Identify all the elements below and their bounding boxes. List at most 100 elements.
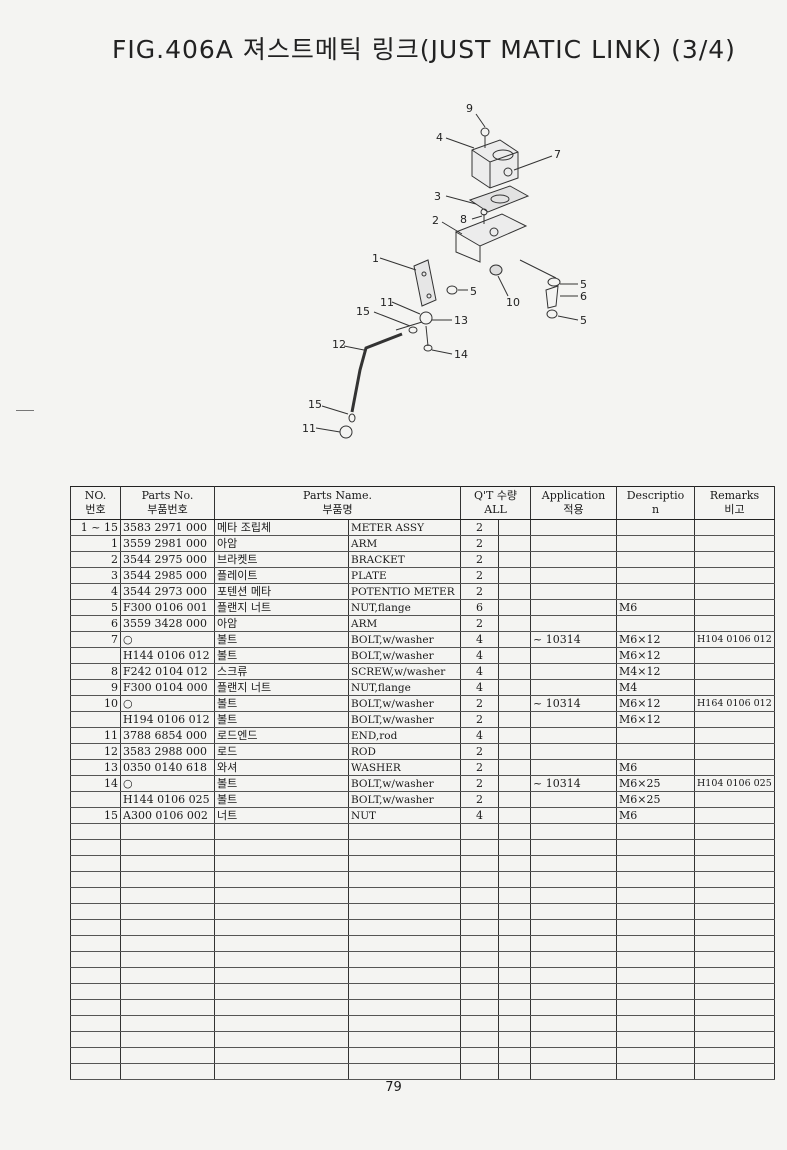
cell-app bbox=[530, 855, 617, 872]
cell-qty-extra bbox=[498, 631, 531, 648]
table-header-row: NO.번호 Parts No.부품번호 Parts Name.부품명 Q'T 수… bbox=[70, 486, 775, 520]
callout-11-top: 11 bbox=[380, 296, 394, 309]
cell-desc: M6×25 bbox=[616, 775, 695, 792]
cell-no bbox=[70, 1047, 121, 1064]
cell-remarks bbox=[694, 887, 775, 904]
cell-qty bbox=[460, 919, 499, 936]
table-row-empty bbox=[70, 839, 775, 856]
cell-part-no: ○ bbox=[120, 775, 215, 792]
callout-5-right-top: 5 bbox=[580, 278, 587, 291]
cell-app bbox=[530, 583, 617, 600]
cell-app bbox=[530, 759, 617, 776]
cell-no bbox=[70, 871, 121, 888]
cell-remarks bbox=[694, 535, 775, 552]
callout-10: 10 bbox=[506, 296, 520, 309]
cell-remarks bbox=[694, 807, 775, 824]
cell-qty-extra bbox=[498, 855, 531, 872]
callout-11-bottom: 11 bbox=[302, 422, 316, 435]
cell-name-ko: 볼트 bbox=[214, 631, 349, 648]
cell-name-en: ARM bbox=[348, 535, 461, 552]
cell-remarks bbox=[694, 759, 775, 776]
cell-no bbox=[70, 1031, 121, 1048]
cell-app bbox=[530, 535, 617, 552]
cell-qty bbox=[460, 887, 499, 904]
cell-qty-extra bbox=[498, 695, 531, 712]
cell-remarks bbox=[694, 567, 775, 584]
cell-no: 9 bbox=[70, 679, 121, 696]
cell-part-no bbox=[120, 951, 215, 968]
cell-name-en bbox=[348, 823, 461, 840]
cell-name-en bbox=[348, 1031, 461, 1048]
cell-remarks bbox=[694, 711, 775, 728]
cell-desc bbox=[616, 951, 695, 968]
cell-app bbox=[530, 1031, 617, 1048]
callout-5-right-bottom: 5 bbox=[580, 314, 587, 327]
cell-name-ko: 스크류 bbox=[214, 663, 349, 680]
cell-desc bbox=[616, 519, 695, 536]
callout-labels: 9 4 7 3 8 2 1 5 10 5 6 5 11 15 13 12 14 … bbox=[302, 102, 587, 435]
cell-qty-extra bbox=[498, 727, 531, 744]
cell-name-ko: 메타 조립체 bbox=[214, 519, 349, 536]
cell-qty: 2 bbox=[460, 743, 499, 760]
cell-part-no: 3544 2975 000 bbox=[120, 551, 215, 568]
cell-no bbox=[70, 711, 121, 728]
cell-part-no: F300 0106 001 bbox=[120, 599, 215, 616]
cell-desc: M4×12 bbox=[616, 663, 695, 680]
cell-part-no: H144 0106 012 bbox=[120, 647, 215, 664]
cell-app bbox=[530, 743, 617, 760]
table-row-empty bbox=[70, 887, 775, 904]
cell-name-en: BOLT,w/washer bbox=[348, 695, 461, 712]
cell-app bbox=[530, 519, 617, 536]
cell-no bbox=[70, 855, 121, 872]
cell-desc: M6 bbox=[616, 759, 695, 776]
cell-name-en: WASHER bbox=[348, 759, 461, 776]
cell-name-ko bbox=[214, 919, 349, 936]
cell-qty bbox=[460, 983, 499, 1000]
cell-desc: M6×12 bbox=[616, 647, 695, 664]
cell-app bbox=[530, 727, 617, 744]
cell-name-en bbox=[348, 919, 461, 936]
cell-part-no: H144 0106 025 bbox=[120, 791, 215, 808]
cell-part-no bbox=[120, 1031, 215, 1048]
cell-qty bbox=[460, 1015, 499, 1032]
cell-name-en: NUT,flange bbox=[348, 679, 461, 696]
cell-qty: 2 bbox=[460, 583, 499, 600]
cell-remarks bbox=[694, 1015, 775, 1032]
cell-remarks bbox=[694, 967, 775, 984]
cell-qty: 4 bbox=[460, 727, 499, 744]
table-row-empty bbox=[70, 823, 775, 840]
cell-name-ko bbox=[214, 1063, 349, 1080]
cell-remarks bbox=[694, 679, 775, 696]
cell-name-en bbox=[348, 903, 461, 920]
cell-qty: 4 bbox=[460, 647, 499, 664]
cell-qty-extra bbox=[498, 823, 531, 840]
cell-name-en: ROD bbox=[348, 743, 461, 760]
cell-desc bbox=[616, 1031, 695, 1048]
cell-app bbox=[530, 679, 617, 696]
table-row-empty bbox=[70, 935, 775, 952]
cell-no: 13 bbox=[70, 759, 121, 776]
cell-part-no: 3583 2988 000 bbox=[120, 743, 215, 760]
cell-qty-extra bbox=[498, 839, 531, 856]
cell-name-en: METER ASSY bbox=[348, 519, 461, 536]
cell-qty: 4 bbox=[460, 631, 499, 648]
cell-qty-extra bbox=[498, 775, 531, 792]
cell-desc bbox=[616, 1063, 695, 1080]
cell-app: ~ 10314 bbox=[530, 775, 617, 792]
cell-app bbox=[530, 887, 617, 904]
cell-remarks bbox=[694, 727, 775, 744]
table-row-empty bbox=[70, 967, 775, 984]
cell-qty bbox=[460, 839, 499, 856]
cell-qty: 2 bbox=[460, 519, 499, 536]
cell-remarks bbox=[694, 919, 775, 936]
cell-part-no: 3559 2981 000 bbox=[120, 535, 215, 552]
cell-name-ko: 포텐션 메타 bbox=[214, 583, 349, 600]
cell-desc bbox=[616, 615, 695, 632]
cell-no bbox=[70, 647, 121, 664]
cell-app bbox=[530, 935, 617, 952]
cell-part-no: 3583 2971 000 bbox=[120, 519, 215, 536]
cell-remarks bbox=[694, 663, 775, 680]
